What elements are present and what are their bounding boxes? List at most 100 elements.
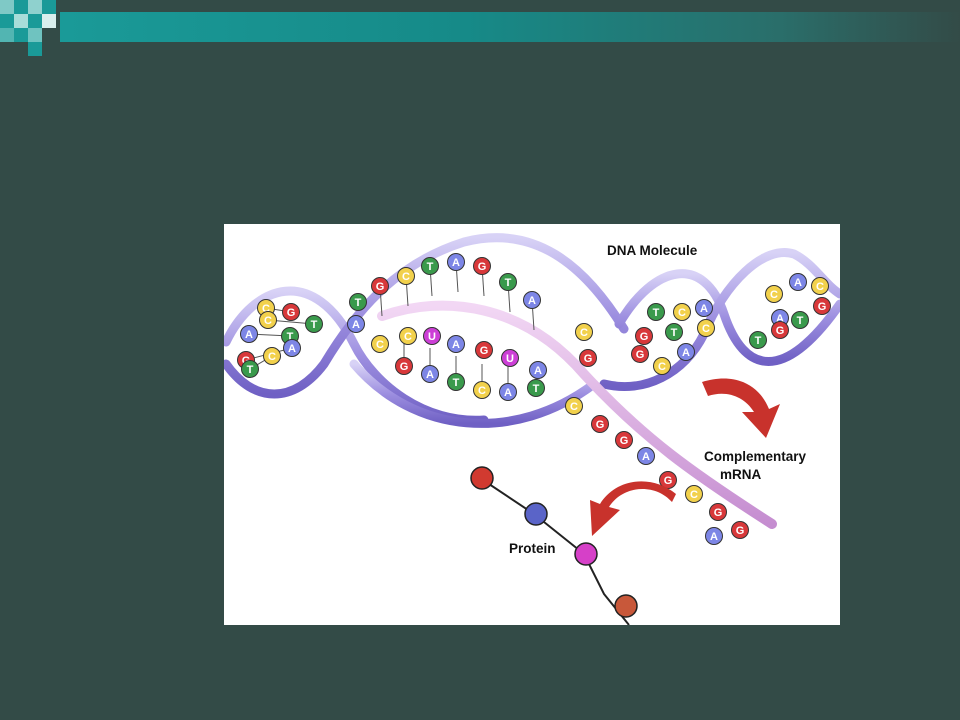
nucleotide: C bbox=[811, 277, 829, 295]
svg-text:C: C bbox=[402, 271, 410, 283]
nucleotide: T bbox=[791, 311, 809, 329]
svg-text:G: G bbox=[620, 435, 629, 447]
complementary-label: Complementary bbox=[704, 449, 807, 464]
nucleotide: C bbox=[653, 357, 671, 375]
dna-backbone-left-lower bbox=[224, 233, 629, 399]
nucleotide: A bbox=[695, 299, 713, 317]
nucleotide: G bbox=[282, 303, 300, 321]
mrna-nucleotide: A bbox=[529, 361, 547, 379]
svg-text:G: G bbox=[287, 307, 296, 319]
svg-text:A: A bbox=[504, 387, 512, 399]
nucleotide: C bbox=[263, 347, 281, 365]
dna-backbone-right-a bbox=[614, 269, 840, 366]
svg-text:A: A bbox=[426, 369, 434, 381]
nucleotide: T bbox=[349, 293, 367, 311]
svg-text:C: C bbox=[570, 401, 578, 413]
svg-text:T: T bbox=[533, 383, 540, 395]
nucleotide: G bbox=[631, 345, 649, 363]
svg-text:T: T bbox=[671, 327, 678, 339]
nucleotide: C bbox=[259, 311, 277, 329]
nucleotide: T bbox=[527, 379, 545, 397]
nucleotide: G bbox=[371, 277, 389, 295]
svg-text:A: A bbox=[245, 329, 253, 341]
translation-arrow bbox=[590, 481, 676, 536]
nucleotide: A bbox=[240, 325, 258, 343]
svg-text:C: C bbox=[702, 323, 710, 335]
svg-text:T: T bbox=[311, 319, 318, 331]
nucleotide: T bbox=[749, 331, 767, 349]
nucleotide: A bbox=[347, 315, 365, 333]
svg-text:A: A bbox=[352, 319, 360, 331]
svg-text:C: C bbox=[690, 489, 698, 501]
nucleotide: C bbox=[473, 381, 491, 399]
mrna-nucleotide: G bbox=[731, 521, 749, 539]
mrna-nucleotide: G bbox=[709, 503, 727, 521]
nucleotide: A bbox=[447, 253, 465, 271]
mrna-nucleotide: A bbox=[637, 447, 655, 465]
nucleotide: T bbox=[647, 303, 665, 321]
nucleotide: G bbox=[635, 327, 653, 345]
svg-text:A: A bbox=[776, 313, 784, 325]
svg-text:T: T bbox=[427, 261, 434, 273]
nucleotide: G bbox=[579, 349, 597, 367]
svg-text:A: A bbox=[288, 343, 296, 355]
mrna-nucleotide: A bbox=[705, 527, 723, 545]
svg-text:A: A bbox=[528, 295, 536, 307]
svg-text:G: G bbox=[664, 475, 673, 487]
svg-text:C: C bbox=[658, 361, 666, 373]
svg-text:G: G bbox=[736, 525, 745, 537]
svg-text:A: A bbox=[710, 531, 718, 543]
mrna-nucleotide: C bbox=[399, 327, 417, 345]
amino-acid-bead bbox=[614, 594, 638, 618]
svg-text:C: C bbox=[262, 303, 270, 315]
svg-text:T: T bbox=[355, 297, 362, 309]
mrna-nucleotide: C bbox=[685, 485, 703, 503]
corner-decoration bbox=[0, 0, 56, 56]
mrna-nucleotide: U bbox=[501, 349, 519, 367]
svg-text:A: A bbox=[452, 339, 460, 351]
mrna-nucleotide: C bbox=[565, 397, 583, 415]
nucleotide: A bbox=[421, 365, 439, 383]
nucleotide-bases: CGATCTGATCGCTAGTATACUAGUACGATCATCGGAGCGA… bbox=[237, 253, 831, 545]
svg-text:A: A bbox=[534, 365, 542, 377]
dna-molecule-label: DNA Molecule bbox=[607, 243, 698, 258]
svg-text:G: G bbox=[478, 261, 487, 273]
svg-text:T: T bbox=[453, 377, 460, 389]
svg-text:A: A bbox=[794, 277, 802, 289]
nucleotide: C bbox=[673, 303, 691, 321]
svg-text:T: T bbox=[247, 364, 254, 376]
nucleotide: T bbox=[305, 315, 323, 333]
mrna-nucleotide: A bbox=[447, 335, 465, 353]
svg-text:T: T bbox=[755, 335, 762, 347]
nucleotide: G bbox=[395, 357, 413, 375]
amino-acid-bead bbox=[574, 542, 598, 566]
mrna-nucleotide: G bbox=[475, 341, 493, 359]
nucleotide: A bbox=[789, 273, 807, 291]
svg-text:T: T bbox=[653, 307, 660, 319]
nucleotide: T bbox=[241, 360, 259, 378]
nucleotide: T bbox=[421, 257, 439, 275]
svg-text:G: G bbox=[400, 361, 409, 373]
svg-text:T: T bbox=[505, 277, 512, 289]
nucleotide: T bbox=[499, 273, 517, 291]
dna-transcription-figure: CGATCTGATCGCTAGTATACUAGUACGATCATCGGAGCGA… bbox=[224, 224, 840, 625]
dna-diagram: CGATCTGATCGCTAGTATACUAGUACGATCATCGGAGCGA… bbox=[224, 233, 840, 625]
svg-text:G: G bbox=[480, 345, 489, 357]
svg-text:C: C bbox=[580, 327, 588, 339]
svg-text:G: G bbox=[584, 353, 593, 365]
svg-text:T: T bbox=[797, 315, 804, 327]
svg-text:G: G bbox=[818, 301, 827, 313]
title-bar-accent bbox=[60, 12, 960, 42]
svg-text:C: C bbox=[678, 307, 686, 319]
mrna-label: mRNA bbox=[720, 467, 762, 482]
nucleotide: C bbox=[397, 267, 415, 285]
mrna-backbone bbox=[377, 300, 777, 529]
nucleotide: G bbox=[813, 297, 831, 315]
svg-text:G: G bbox=[714, 507, 723, 519]
nucleotide: A bbox=[677, 343, 695, 361]
mrna-nucleotide: G bbox=[591, 415, 609, 433]
svg-text:U: U bbox=[428, 331, 436, 343]
svg-text:G: G bbox=[636, 349, 645, 361]
svg-text:G: G bbox=[376, 281, 385, 293]
svg-text:C: C bbox=[770, 289, 778, 301]
